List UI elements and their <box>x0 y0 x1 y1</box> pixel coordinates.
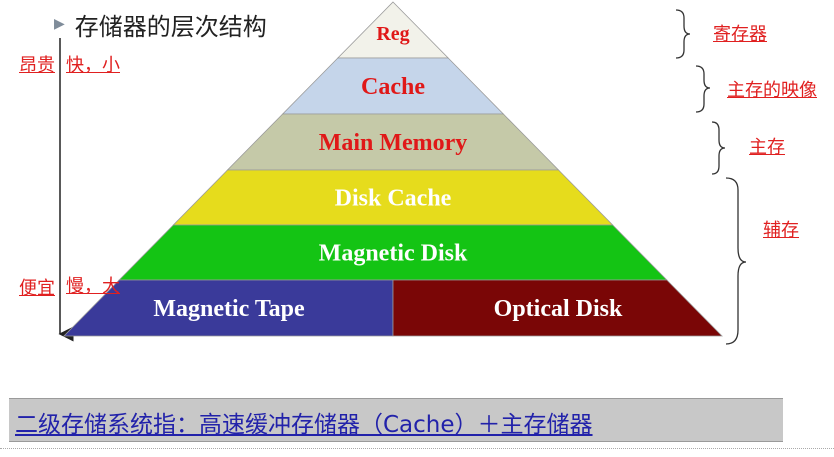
brace-auxiliary-storage <box>725 177 747 345</box>
layer-label-magnetic-tape: Magnetic Tape <box>153 296 305 322</box>
dotted-divider <box>0 448 834 449</box>
label-cheap: 便宜 <box>19 278 55 299</box>
layer-optical-disk <box>392 279 723 337</box>
label-fast-small: 快，小 <box>66 55 120 76</box>
label-slow-large: 慢，大 <box>66 276 120 297</box>
layer-label-reg: Reg <box>376 23 409 45</box>
brace-cache-mapping <box>695 65 711 113</box>
layer-label-disk-cache: Disk Cache <box>335 186 452 212</box>
slide-heading: ▶ 存储器的层次结构 <box>54 8 267 41</box>
footer-note-text: 二级存储系统指：高速缓冲存储器（Cache）＋主存储器 <box>15 412 593 438</box>
label-register: 寄存器 <box>713 24 767 45</box>
layer-label-optical-disk: Optical Disk <box>494 296 623 322</box>
label-main-memory: 主存 <box>749 137 785 158</box>
footer-note-box: 二级存储系统指：高速缓冲存储器（Cache）＋主存储器 <box>9 398 783 442</box>
layer-label-main-memory: Main Memory <box>319 130 468 156</box>
label-cache-mapping: 主存的映像 <box>727 80 817 101</box>
label-expensive: 昂贵 <box>19 55 55 76</box>
brace-register <box>675 9 691 59</box>
layer-label-magnetic-disk: Magnetic Disk <box>319 241 468 267</box>
layer-label-cache: Cache <box>361 74 425 100</box>
label-auxiliary-storage: 辅存 <box>763 220 799 241</box>
slide-title: 存储器的层次结构 <box>74 12 267 41</box>
brace-main-memory <box>711 121 726 175</box>
bullet-arrow-icon: ▶ <box>54 16 65 32</box>
